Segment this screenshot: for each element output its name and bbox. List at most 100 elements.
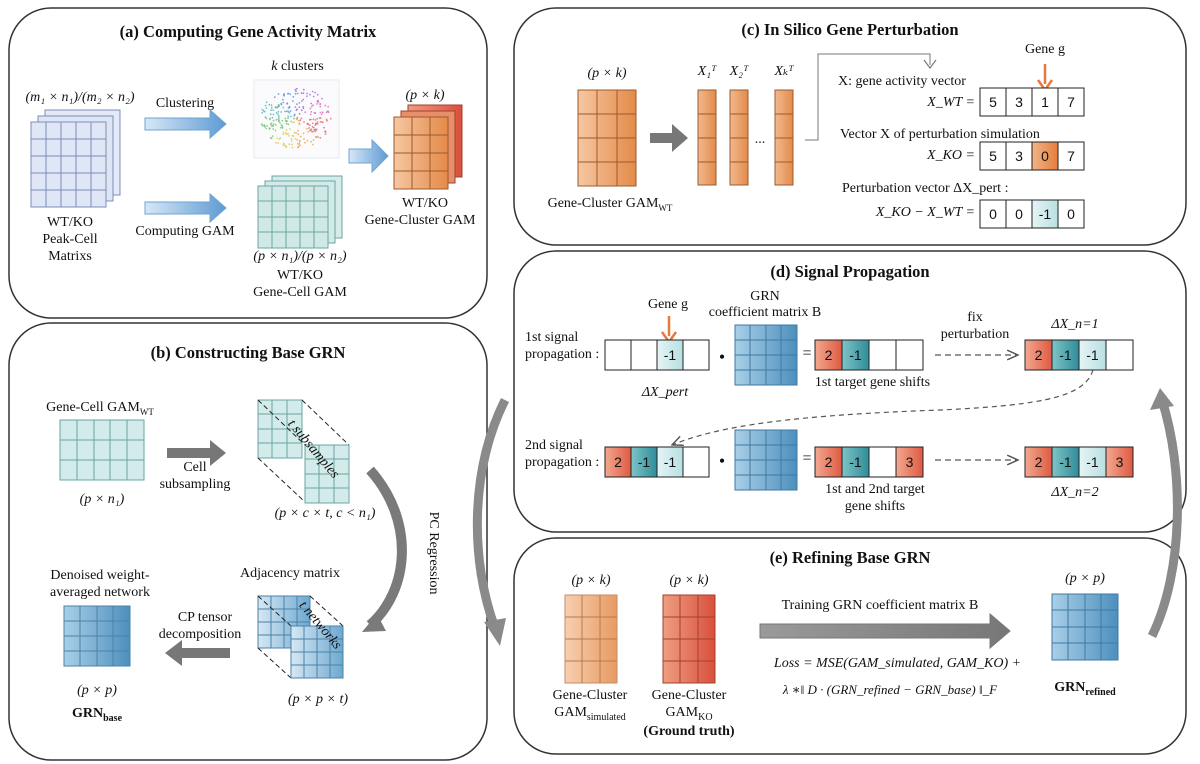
refined-dims: (p × p) [1065, 571, 1105, 586]
adjacency-dims: (p × p × t) [287, 692, 349, 707]
gene-g-arrow-c [1036, 64, 1054, 93]
perturbation-description: Perturbation vector ΔX_pert : [842, 181, 1009, 196]
x-wt-value-0: 5 [989, 94, 997, 110]
gene-cell-wt-dims: (p × n₁) [79, 492, 125, 507]
x-ko-cell-1 [1005, 141, 1033, 171]
panel-a-title: (a) Computing Gene Activity Matrix [119, 22, 377, 41]
gene-g-label-d: Gene g [647, 297, 689, 312]
second-result-value-2: -1 [1086, 454, 1099, 470]
vector-ellipsis: ... [754, 132, 766, 147]
first-pert-cell-1 [630, 339, 658, 371]
gam-wt-label: Gene-Cluster GAMWT [547, 196, 673, 213]
second-result-value-1: -1 [1059, 454, 1072, 470]
x-ko-cell-3 [1057, 141, 1085, 171]
x-wt-cell-0 [979, 87, 1007, 117]
vector-xk-label: Xₖᵀ [774, 64, 794, 79]
gene-cell-label-2: Gene-Cell GAM [253, 285, 347, 300]
second-shift-cell-3 [895, 446, 924, 478]
first-pert-cell-0 [604, 339, 632, 371]
first-result-value-0: 2 [1035, 347, 1043, 363]
x-wt-value-3: 7 [1067, 94, 1075, 110]
first-pert-value-2: -1 [664, 347, 677, 363]
second-shift-value-3: 3 [906, 454, 914, 470]
cp-tensor-label-2: decomposition [158, 627, 242, 642]
gene-cluster-label-1: WT/KO [402, 196, 448, 211]
first-result-value-2: -1 [1086, 347, 1099, 363]
first-shift-cell-0 [814, 339, 843, 371]
cell-subsampling-label-2: subsampling [159, 477, 231, 492]
second-shift-cell-0 [814, 446, 843, 478]
ko-sub-label: GAMKO [665, 705, 713, 723]
second-input-value-0: 2 [614, 454, 622, 470]
cell-subsampling-arrow [167, 440, 226, 466]
x-ko-cell-2 [1031, 141, 1059, 171]
x-ko-value-3: 7 [1067, 148, 1075, 164]
computing-gam-label: Computing GAM [135, 224, 235, 239]
first-result-cell-3 [1105, 339, 1134, 371]
vector-x2-label: X₂ᵀ [729, 64, 749, 79]
sim-sub-label: GAMsimulated [554, 705, 626, 723]
gam-ko-matrix [662, 594, 716, 684]
adjacency-tensor [257, 595, 344, 679]
feedback-dashed-arrow [672, 369, 1094, 445]
x-diff-value-2: -1 [1039, 206, 1052, 222]
vector-link-line [805, 53, 931, 141]
gene-cell-gam-stack [257, 175, 343, 249]
ko-label: Gene-Cluster [651, 688, 727, 703]
x-description: X: gene activity vector [838, 74, 966, 89]
gene-cell-dims: (p × n₁)/(p × n₂) [253, 249, 347, 264]
cluster-scatter-plot [253, 79, 340, 159]
x-wt-value-2: 1 [1041, 94, 1049, 110]
gam-to-cluster-arrow [348, 138, 389, 174]
peak-cell-matrix-stack [30, 109, 121, 208]
grn-coef-label-1: GRN [750, 289, 780, 304]
split-arrow [650, 124, 688, 152]
first-shift-value-0: 2 [825, 347, 833, 363]
panel-c-frame [513, 7, 1187, 246]
x-ko-cell-0 [979, 141, 1007, 171]
second-prop-label-2: propagation : [525, 455, 600, 470]
training-arrow [759, 612, 1011, 650]
grn-refined-matrix [1051, 593, 1119, 661]
column-vectors [697, 89, 794, 186]
first-result-cell-1 [1051, 339, 1080, 371]
cp-decomposition-arrow [165, 640, 230, 666]
second-shift-label-2: gene shifts [844, 499, 906, 514]
first-equals: = [802, 345, 812, 362]
second-input-cell-3 [682, 446, 710, 478]
first-shift-value-1: -1 [849, 347, 862, 363]
x-diff-value-3: 0 [1067, 206, 1075, 222]
second-result-value-3: 3 [1116, 454, 1124, 470]
x-diff-value-1: 0 [1015, 206, 1023, 222]
delta-n2-label: ΔX_n=2 [1051, 485, 1099, 500]
x-diff-cell-3 [1057, 199, 1085, 229]
first-shift-cell-3 [895, 339, 924, 371]
panel-b-frame [8, 322, 488, 761]
x-ko-value-2: 0 [1041, 148, 1049, 164]
gene-cell-wt-label: Gene-Cell GAMWT [46, 400, 154, 417]
denoised-label-2: averaged network [50, 585, 150, 600]
coefficient-matrix-1 [734, 324, 798, 386]
fix-perturbation-1: fix [967, 310, 983, 325]
gene-g-arrow-d [660, 316, 678, 345]
vector-x1-label: X₁ᵀ [697, 64, 717, 79]
sim-label: Gene-Cluster [552, 688, 628, 703]
cp-tensor-label-1: CP tensor [177, 610, 233, 625]
curve-arrow-pc-regression [366, 466, 407, 629]
peak-cell-label-2: Peak-Cell [42, 232, 98, 247]
grn-base-matrix [63, 605, 131, 667]
gene-cell-gam-wt-matrix [59, 419, 145, 481]
x-diff-equation: X_KO − X_WT = [875, 205, 975, 220]
gene-cluster-gam-wt-matrix [577, 89, 637, 187]
second-shift-value-0: 2 [825, 454, 833, 470]
second-equals: = [802, 450, 812, 467]
first-dot: • [718, 347, 726, 367]
panel-a-frame [8, 7, 488, 319]
grn-base-label: GRNbase [71, 706, 123, 724]
pc-regression-label: PC Regression [426, 511, 442, 595]
x-wt-equation: X_WT = [927, 95, 975, 110]
second-result-value-0: 2 [1035, 454, 1043, 470]
x-wt-cell-2 [1031, 87, 1059, 117]
k-clusters-label: k clusters [271, 59, 324, 74]
